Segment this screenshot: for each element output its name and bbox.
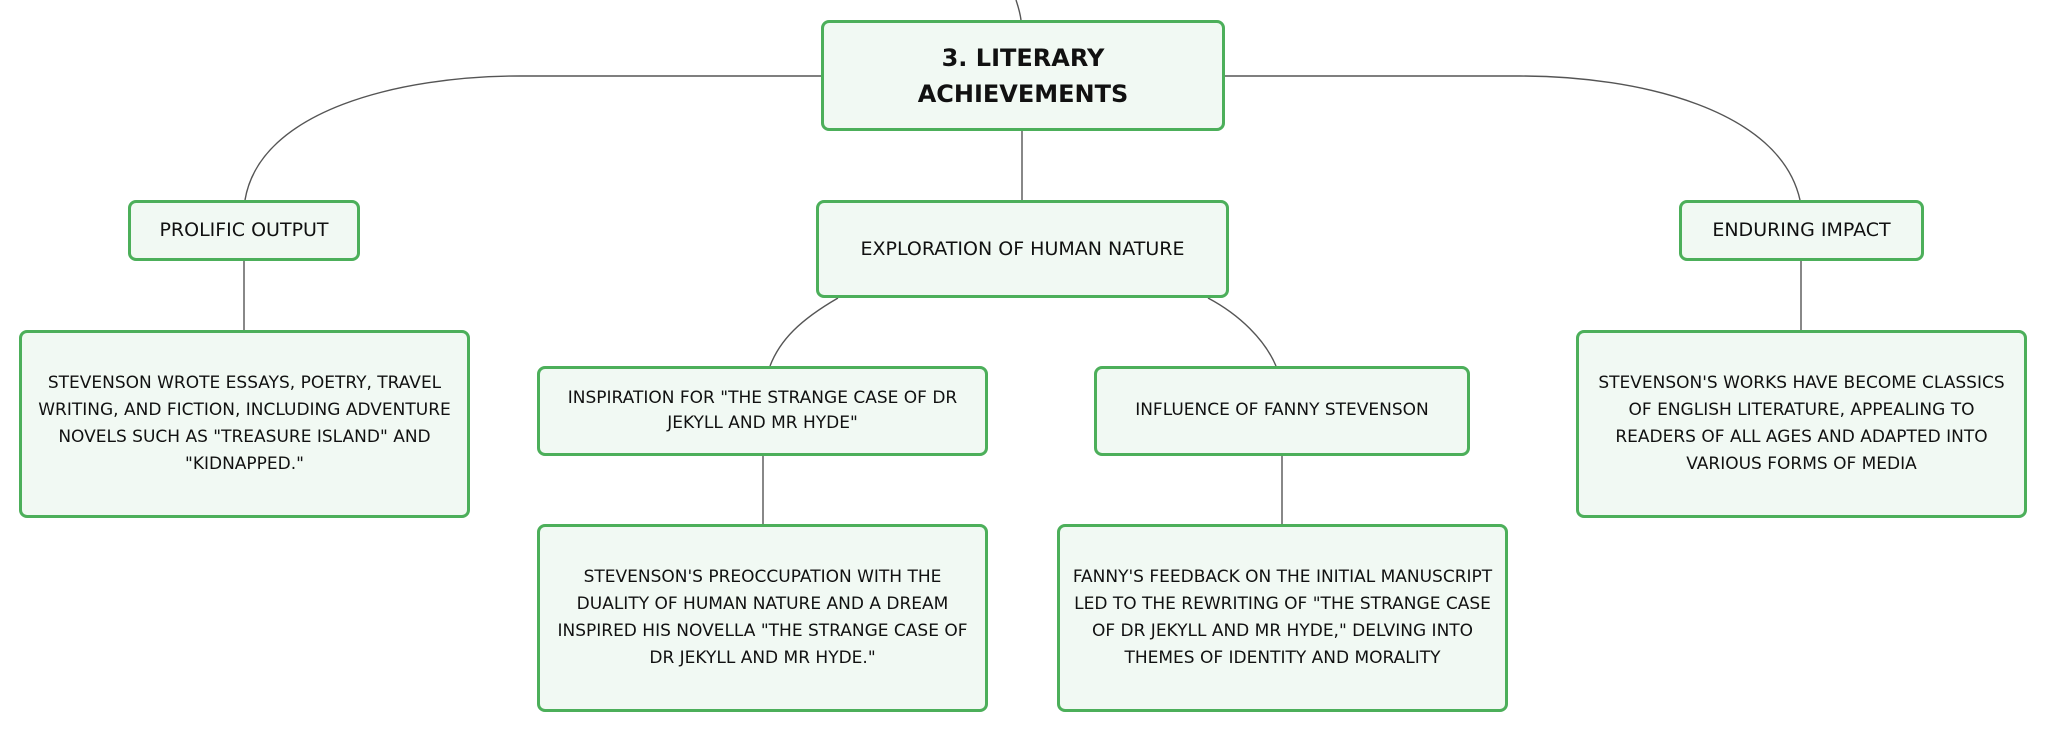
inspiration-label: INSPIRATION FOR "THE STRANGE CASE OF DR … bbox=[567, 387, 958, 434]
connector-root-incoming bbox=[1015, 0, 1022, 21]
connector-root-to-prolific-output bbox=[244, 75, 821, 201]
inspiration-detail-node[interactable]: STEVENSON'S PREOCCUPATION WITH THE DUALI… bbox=[537, 524, 988, 712]
connector-human-nature-to-fanny bbox=[1207, 297, 1277, 367]
prolific-output-label: PROLIFIC OUTPUT bbox=[159, 219, 329, 242]
human-nature-label: EXPLORATION OF HUMAN NATURE bbox=[860, 237, 1185, 260]
prolific-output-detail-text: STEVENSON WROTE ESSAYS, POETRY, TRAVEL W… bbox=[38, 373, 451, 474]
fanny-influence-detail-node[interactable]: FANNY'S FEEDBACK ON THE INITIAL MANUSCRI… bbox=[1057, 524, 1508, 712]
enduring-impact-label: ENDURING IMPACT bbox=[1712, 219, 1891, 242]
prolific-output-detail-node[interactable]: STEVENSON WROTE ESSAYS, POETRY, TRAVEL W… bbox=[19, 330, 470, 518]
inspiration-node[interactable]: INSPIRATION FOR "THE STRANGE CASE OF DR … bbox=[537, 366, 988, 456]
human-nature-node[interactable]: EXPLORATION OF HUMAN NATURE bbox=[816, 200, 1229, 298]
connector-human-nature-to-inspiration bbox=[769, 297, 839, 367]
enduring-impact-detail-text: STEVENSON'S WORKS HAVE BECOME CLASSICS O… bbox=[1598, 373, 2005, 474]
connector-root-to-enduring-impact bbox=[1225, 75, 1801, 201]
inspiration-detail-text: STEVENSON'S PREOCCUPATION WITH THE DUALI… bbox=[557, 567, 968, 668]
prolific-output-node[interactable]: PROLIFIC OUTPUT bbox=[128, 200, 360, 261]
enduring-impact-node[interactable]: ENDURING IMPACT bbox=[1679, 200, 1924, 261]
fanny-influence-detail-text: FANNY'S FEEDBACK ON THE INITIAL MANUSCRI… bbox=[1072, 567, 1493, 668]
fanny-influence-label: INFLUENCE OF FANNY STEVENSON bbox=[1135, 400, 1429, 421]
enduring-impact-detail-node[interactable]: STEVENSON'S WORKS HAVE BECOME CLASSICS O… bbox=[1576, 330, 2027, 518]
fanny-influence-node[interactable]: INFLUENCE OF FANNY STEVENSON bbox=[1094, 366, 1470, 456]
root-topic-node[interactable]: 3. LITERARY ACHIEVEMENTS bbox=[821, 20, 1225, 131]
root-topic-label: 3. LITERARY ACHIEVEMENTS bbox=[917, 43, 1129, 108]
